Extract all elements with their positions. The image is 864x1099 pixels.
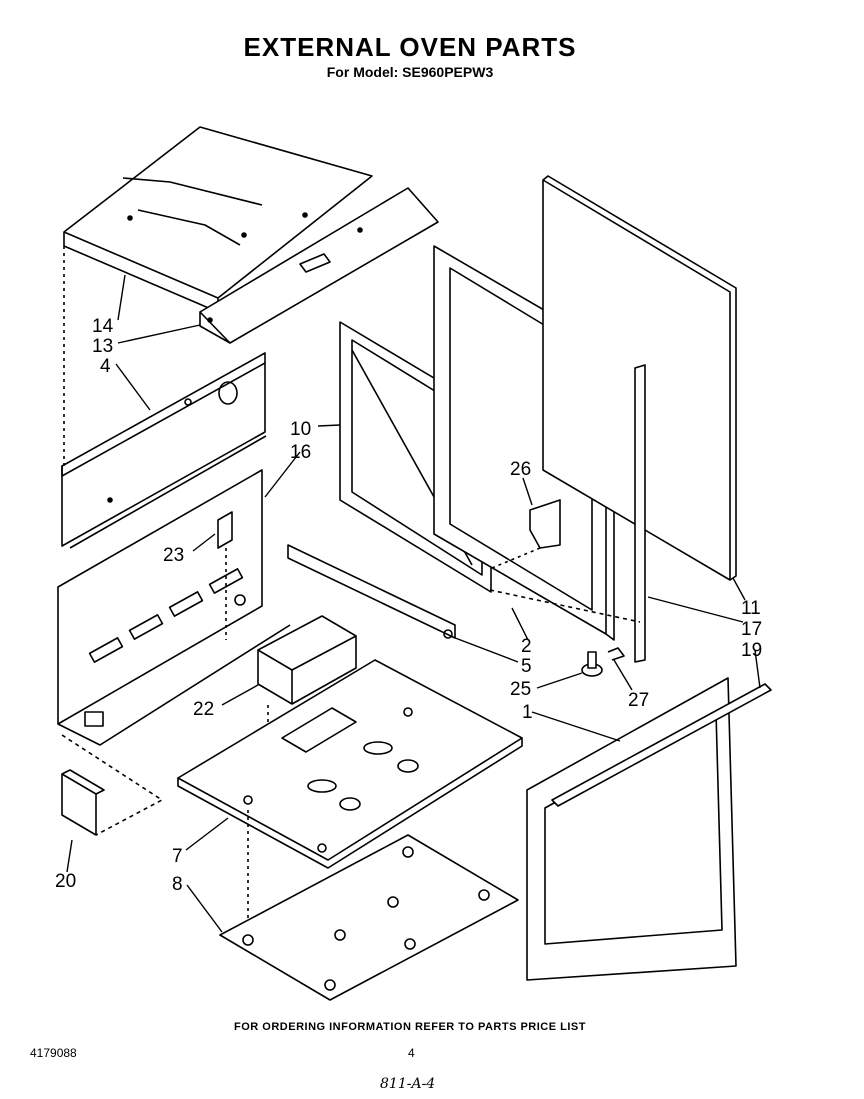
callout-22: 22 <box>193 699 214 720</box>
page-number: 4 <box>408 1046 415 1060</box>
hinge-bracket-part <box>491 499 561 569</box>
callout-2: 2 <box>521 636 532 657</box>
bottom-plate-part <box>219 834 519 1001</box>
model-subtitle: For Model: SE960PEPW3 <box>326 64 494 80</box>
leader-lines <box>66 274 761 933</box>
top-panel-part <box>63 126 373 313</box>
callout-16: 16 <box>290 442 311 463</box>
knob-fitting-part <box>581 651 603 677</box>
callout-11: 11 <box>741 598 761 619</box>
callout-7: 7 <box>172 846 183 867</box>
callout-19: 19 <box>741 640 762 661</box>
lower-back-panel-part <box>57 469 291 746</box>
callout-10: 10 <box>290 419 311 440</box>
document-number: 4179088 <box>30 1046 77 1060</box>
callout-13: 13 <box>92 336 113 357</box>
front-frame-part <box>526 677 772 981</box>
page-title: EXTERNAL OVEN PARTS <box>243 32 577 62</box>
clip-part <box>607 647 625 661</box>
callout-25: 25 <box>510 679 531 700</box>
callout-17: 17 <box>741 619 762 640</box>
corner-bracket-part <box>61 734 163 836</box>
callout-4: 4 <box>100 356 111 377</box>
upper-back-panel-part <box>61 352 267 549</box>
callout-8: 8 <box>172 874 183 895</box>
callout-23: 23 <box>163 545 184 566</box>
callout-20: 20 <box>55 871 76 892</box>
callout-26: 26 <box>510 459 531 480</box>
callout-1: 1 <box>522 702 533 723</box>
rear-top-channel-part <box>199 187 439 344</box>
ordering-note: FOR ORDERING INFORMATION REFER TO PARTS … <box>234 1021 586 1033</box>
oven-bottom-part <box>177 659 523 935</box>
callout-14: 14 <box>92 316 114 337</box>
callout-27: 27 <box>628 690 649 711</box>
box-cover-part <box>257 615 357 745</box>
bracket-part <box>217 511 233 640</box>
callout-5: 5 <box>521 656 532 677</box>
handwritten-note: 811-A-4 <box>380 1076 436 1092</box>
trim-strip-part <box>634 364 646 663</box>
